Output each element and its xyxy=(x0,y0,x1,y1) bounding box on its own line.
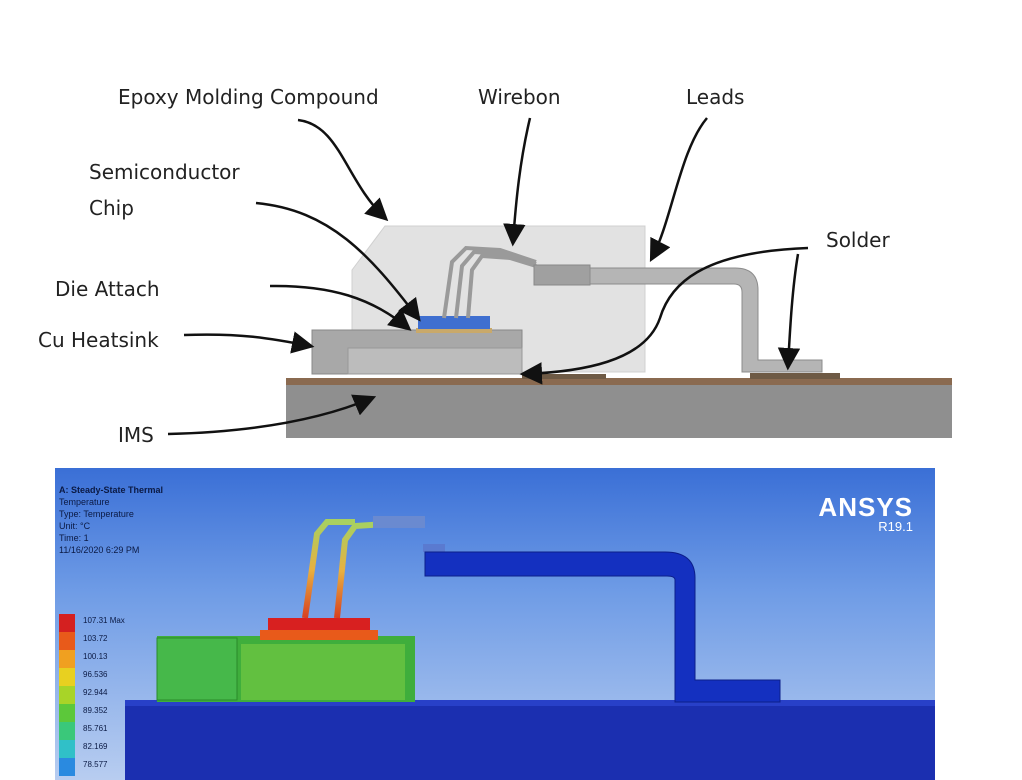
legend-swatch xyxy=(59,614,75,632)
legend-swatch xyxy=(59,722,75,740)
sim-die-attach xyxy=(260,630,378,640)
legend-swatch xyxy=(59,668,75,686)
label-epoxy-molding-compound: Epoxy Molding Compound xyxy=(118,85,379,109)
arrow-solder-left xyxy=(519,246,809,385)
sim-unit: Unit: °C xyxy=(59,521,91,531)
legend-swatch xyxy=(59,704,75,722)
legend-label: 85.761 xyxy=(83,724,108,733)
semiconductor-chip xyxy=(418,316,490,329)
legend-swatch xyxy=(59,686,75,704)
sim-wire-tab xyxy=(373,516,425,528)
label-semiconductor-chip-line2: Chip xyxy=(89,196,134,220)
label-wirebond: Wirebon xyxy=(478,85,561,109)
label-solder: Solder xyxy=(826,228,890,252)
sim-title: A: Steady-State Thermal xyxy=(59,485,164,495)
ansys-version: R19.1 xyxy=(878,519,913,534)
legend-label: 92.944 xyxy=(83,688,108,697)
legend-label: 78.577 xyxy=(83,760,108,769)
wirebonds xyxy=(442,245,537,319)
legend-label: 103.72 xyxy=(83,634,108,643)
heatsink-step xyxy=(347,347,523,375)
arrow-die-attach xyxy=(269,284,412,331)
ims-substrate xyxy=(286,384,952,438)
legend-label: 82.169 xyxy=(83,742,108,751)
legend-swatch xyxy=(59,650,75,668)
sim-type-line2: Type: Temperature xyxy=(59,509,134,519)
label-die-attach: Die Attach xyxy=(55,277,160,301)
label-semiconductor-chip-line1: Semiconductor xyxy=(89,160,240,184)
sim-date: 11/16/2020 6:29 PM xyxy=(59,545,140,555)
sim-type-line1: Temperature xyxy=(59,497,110,507)
legend-swatch xyxy=(59,758,75,776)
legend-swatch xyxy=(59,740,75,758)
legend-label: 89.352 xyxy=(83,706,108,715)
solder-joint-heatsink xyxy=(522,374,606,379)
sim-wire-tip xyxy=(423,544,445,552)
ims-top-layer xyxy=(286,378,952,385)
sim-wirebonds xyxy=(302,519,386,619)
arrow-ims xyxy=(167,394,377,436)
arrow-leads xyxy=(649,117,708,262)
label-leads: Leads xyxy=(686,85,744,109)
sim-time: Time: 1 xyxy=(59,533,89,543)
legend-label: 107.31 Max xyxy=(83,616,125,625)
lead-pad xyxy=(533,264,591,286)
sim-ims-surface xyxy=(125,700,935,706)
arrow-epoxy xyxy=(297,118,389,222)
die-attach-layer xyxy=(416,328,492,333)
legend-label: 100.13 xyxy=(83,652,108,661)
solder-joint-lead xyxy=(750,373,840,379)
package-cross-section-diagram: Epoxy Molding Compound Wirebon Leads Sem… xyxy=(38,85,952,447)
sim-lead-frame xyxy=(424,551,781,703)
arrow-cu-heatsink xyxy=(183,331,315,354)
thermal-model xyxy=(125,516,935,780)
arrow-semiconductor-chip xyxy=(255,201,421,322)
sim-ims xyxy=(125,704,935,780)
sim-chip-hotspot xyxy=(268,618,370,632)
sim-heatsink-core xyxy=(241,644,405,700)
arrow-wirebond xyxy=(503,117,532,247)
legend-swatch xyxy=(59,632,75,650)
simulation-info: A: Steady-State Thermal Temperature Type… xyxy=(59,484,163,556)
thermal-simulation-panel: A: Steady-State Thermal Temperature Type… xyxy=(55,468,935,780)
label-cu-heatsink: Cu Heatsink xyxy=(38,328,159,352)
sim-heatsink-left-fins xyxy=(156,637,238,701)
arrow-solder-right xyxy=(777,253,801,371)
ansys-logo: ANSYS R19.1 xyxy=(818,494,913,534)
label-ims: IMS xyxy=(118,423,154,447)
ansys-brand: ANSYS xyxy=(818,492,913,522)
legend-label: 96.536 xyxy=(83,670,108,679)
